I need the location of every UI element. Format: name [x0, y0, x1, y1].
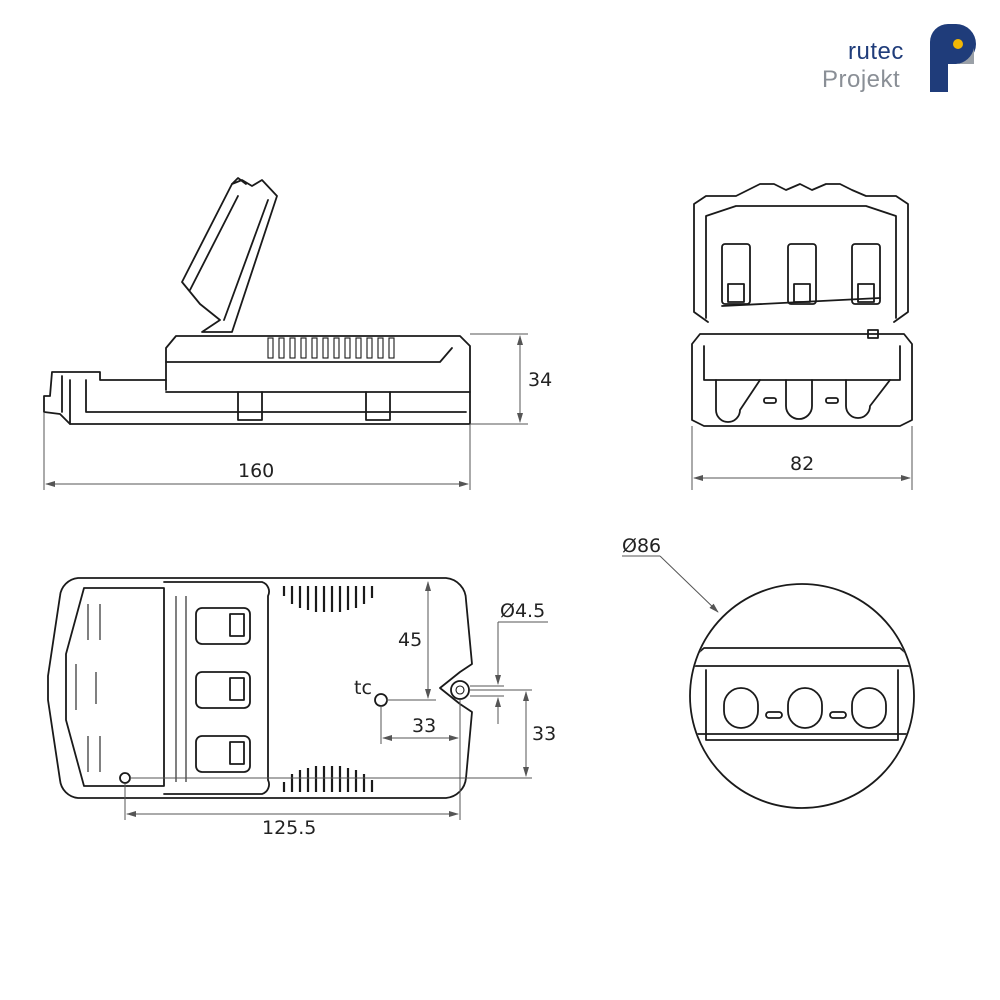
rutec-projekt-logo: rutec Projekt	[822, 22, 978, 98]
dim-125-5: 125.5	[262, 817, 316, 839]
side-view: 34 160	[43, 177, 552, 490]
detail-view: Ø86	[622, 535, 915, 809]
end-view: 82	[691, 183, 913, 490]
dim-height-34: 34	[528, 369, 552, 391]
tc-label: tc	[354, 677, 372, 699]
dim-33-vertical: 33	[532, 723, 556, 745]
logo-text-projekt: Projekt	[822, 66, 901, 93]
dim-width-82: 82	[790, 453, 814, 475]
dim-33-horizontal: 33	[412, 715, 436, 737]
logo-p-mark-icon	[930, 24, 976, 92]
dim-length-160: 160	[238, 460, 274, 482]
dim-45: 45	[398, 629, 422, 651]
dim-detail-diameter: Ø86	[622, 535, 661, 557]
logo-text-rutec: rutec	[848, 38, 904, 65]
dim-hole-diameter: Ø4.5	[500, 600, 545, 622]
top-view: tc 45 33 33 Ø4.5 125.5	[47, 577, 556, 839]
